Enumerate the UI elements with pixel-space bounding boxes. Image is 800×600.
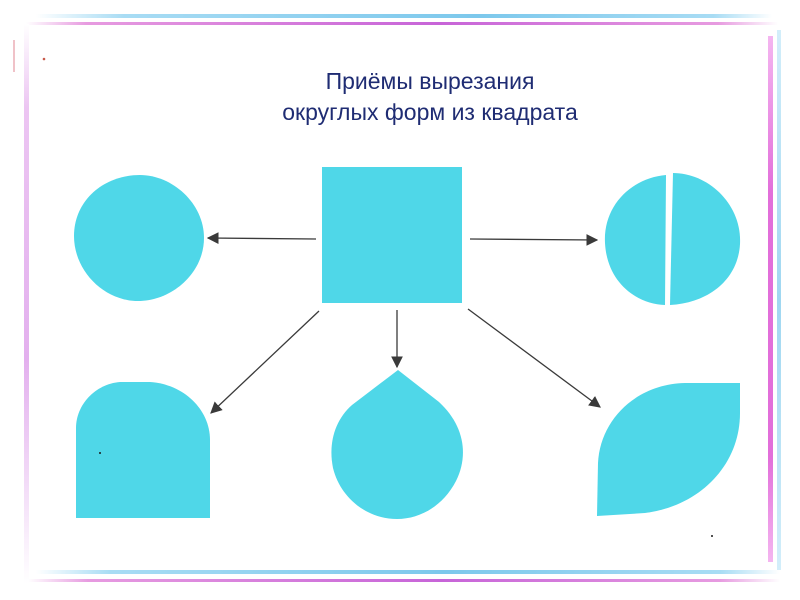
frame-bottom-magenta <box>28 579 780 582</box>
drop-shape <box>331 370 463 519</box>
frame-left-bar <box>24 24 29 584</box>
frame-right-magenta <box>768 36 773 562</box>
scan-speck <box>42 57 46 61</box>
slide-title: Приёмы вырезания округлых форм из квадра… <box>0 66 800 128</box>
split-circle-right-half <box>670 173 741 305</box>
arch-shape <box>76 382 210 518</box>
arrow-to-leaf <box>467 308 601 408</box>
leaf-shape <box>597 383 740 516</box>
split-circle-left-half <box>604 175 666 305</box>
frame-top-blue <box>36 14 772 18</box>
frame-bottom-blue <box>36 570 780 574</box>
arrow-to-circle <box>206 232 317 244</box>
arrow-to-split-circle <box>469 234 599 246</box>
square-shape <box>322 167 462 303</box>
title-line-2: округлых форм из квадрата <box>282 99 578 125</box>
scan-speck <box>711 535 713 537</box>
title-line-1: Приёмы вырезания <box>325 68 535 94</box>
frame-right-blue <box>777 30 781 570</box>
scan-speck <box>99 452 101 454</box>
arrow-to-arch <box>210 310 320 414</box>
frame-left-dash <box>13 40 15 72</box>
circle-shape <box>74 175 204 301</box>
frame-top-magenta <box>26 22 778 25</box>
